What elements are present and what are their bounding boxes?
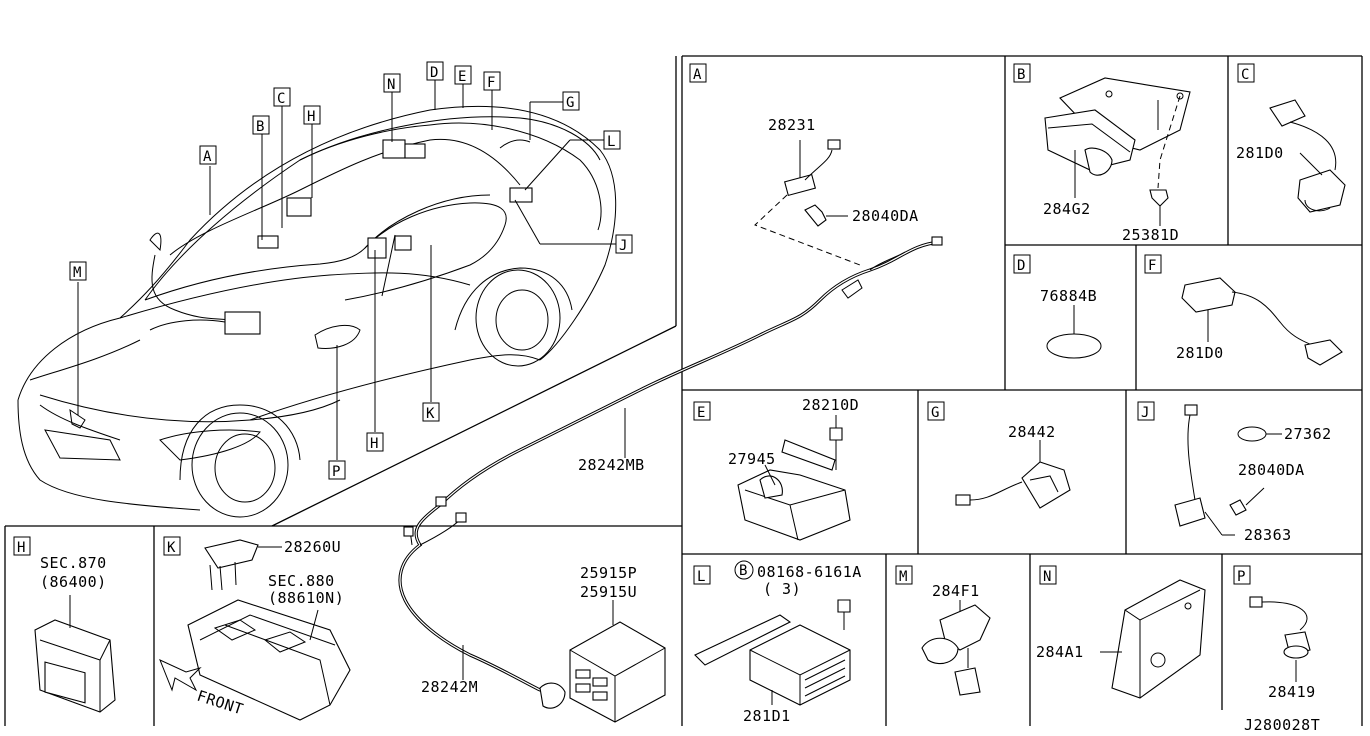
callout-label: G	[566, 95, 574, 111]
part-28040da: 28040DA	[1238, 461, 1305, 479]
callout-label: P	[332, 464, 340, 480]
callout-label: N	[387, 77, 395, 93]
panel-letter: G	[931, 405, 939, 421]
panel-letter: M	[899, 569, 907, 585]
panel-letter: N	[1043, 569, 1051, 585]
overview-callout-p: P	[328, 460, 346, 480]
overview-callout-h-lower: H	[366, 432, 384, 452]
callout-label: H	[307, 109, 315, 125]
part-76884b: 76884B	[1040, 287, 1097, 305]
bolt-qty: ( 3)	[763, 580, 801, 598]
panel-j: J 27362 28040DA 28363	[1137, 401, 1332, 544]
panel-letter: D	[1017, 258, 1025, 274]
callout-label: F	[487, 75, 495, 91]
sec-870: SEC.870	[40, 554, 107, 572]
overview-callout-n: N	[383, 73, 401, 93]
panel-frames	[4, 55, 1363, 726]
overview-callout-b: B	[252, 115, 270, 135]
overview-callout-k: K	[422, 402, 440, 422]
part-28419: 28419	[1268, 683, 1316, 701]
panel-f: F 281D0	[1144, 254, 1343, 366]
panel-letter: C	[1241, 67, 1249, 83]
overview-callout-m: M	[69, 261, 87, 281]
callout-label: B	[256, 119, 264, 135]
panel-p: P 28419	[1233, 565, 1316, 701]
panel-h: H SEC.870 (86400)	[13, 536, 116, 713]
panel-letter: E	[697, 405, 705, 421]
part-25381d: 25381D	[1122, 226, 1179, 244]
callout-label: A	[203, 149, 212, 165]
part-28363: 28363	[1244, 526, 1292, 544]
part-284a1: 284A1	[1036, 643, 1084, 661]
panel-letter: F	[1148, 258, 1156, 274]
part-28231: 28231	[768, 116, 816, 134]
overview-callout-e: E	[454, 65, 472, 85]
bolt-circle-label: B	[739, 563, 747, 579]
part-27945: 27945	[728, 450, 776, 468]
overview-callout-f: F	[483, 71, 501, 91]
overview-callout-g: G	[562, 91, 580, 111]
panel-g: G 28442	[927, 401, 1071, 509]
panel-n: N 284A1	[1036, 565, 1206, 699]
part-28040da: 28040DA	[852, 207, 919, 225]
callout-label: H	[370, 436, 378, 452]
part-28242m: 28242M	[421, 678, 478, 696]
part-28442: 28442	[1008, 423, 1056, 441]
callout-label: D	[430, 65, 438, 81]
overview-callout-d: D	[426, 61, 444, 81]
panel-e: E 28210D 27945	[693, 396, 859, 541]
panel-k: K FRONT 28260U SEC.880 (88610N)	[159, 536, 351, 721]
overview-callout-c: C	[273, 87, 291, 107]
overview-callout-l: L	[603, 130, 621, 150]
part-28260u: 28260U	[284, 538, 341, 556]
panel-b: B 284G2 25381D	[1013, 63, 1191, 244]
sec-880: SEC.880	[268, 572, 335, 590]
panel-letter: H	[17, 540, 25, 556]
overview-callout-h-upper: H	[303, 105, 321, 125]
part-281d0: 281D0	[1236, 144, 1284, 162]
panel-letter: A	[693, 67, 702, 83]
panel-m: M 284F1	[895, 565, 991, 696]
sec-870-ref: (86400)	[40, 573, 107, 591]
vehicle-overview	[17, 80, 617, 518]
part-28210d: 28210D	[802, 396, 859, 414]
callout-label: L	[607, 134, 615, 150]
panel-c: C 281D0	[1236, 63, 1346, 213]
callout-label: E	[458, 69, 466, 85]
part-281d0: 281D0	[1176, 344, 1224, 362]
part-284g2: 284G2	[1043, 200, 1091, 218]
part-27362: 27362	[1284, 425, 1332, 443]
panel-a: A 28231 28040DA 28242MB	[398, 63, 943, 723]
panel-d: D 76884B	[1013, 254, 1102, 359]
diagram-code: J280028T	[1244, 716, 1320, 734]
part-28242mb: 28242MB	[578, 456, 645, 474]
callout-label: J	[619, 238, 627, 254]
callout-label: K	[426, 406, 435, 422]
part-284f1: 284F1	[932, 582, 980, 600]
panel-letter: K	[167, 540, 176, 556]
overview-callout-j: J	[615, 234, 633, 254]
callout-label: C	[277, 91, 285, 107]
panel-l: L B 08168-6161A ( 3) 281D1	[693, 560, 862, 725]
bolt-part: 08168-6161A	[757, 563, 862, 581]
part-281d1: 281D1	[743, 707, 791, 725]
callout-label: M	[73, 265, 81, 281]
panel-letter: L	[697, 569, 705, 585]
panel-letter: B	[1017, 67, 1025, 83]
panel-letter: J	[1141, 405, 1149, 421]
part-25915u: 25915U	[580, 583, 637, 601]
part-25915p: 25915P	[580, 564, 637, 582]
overview-callout-a: A	[199, 145, 217, 165]
sec-880-ref: (88610N)	[268, 589, 344, 607]
panel-letter: P	[1237, 569, 1245, 585]
